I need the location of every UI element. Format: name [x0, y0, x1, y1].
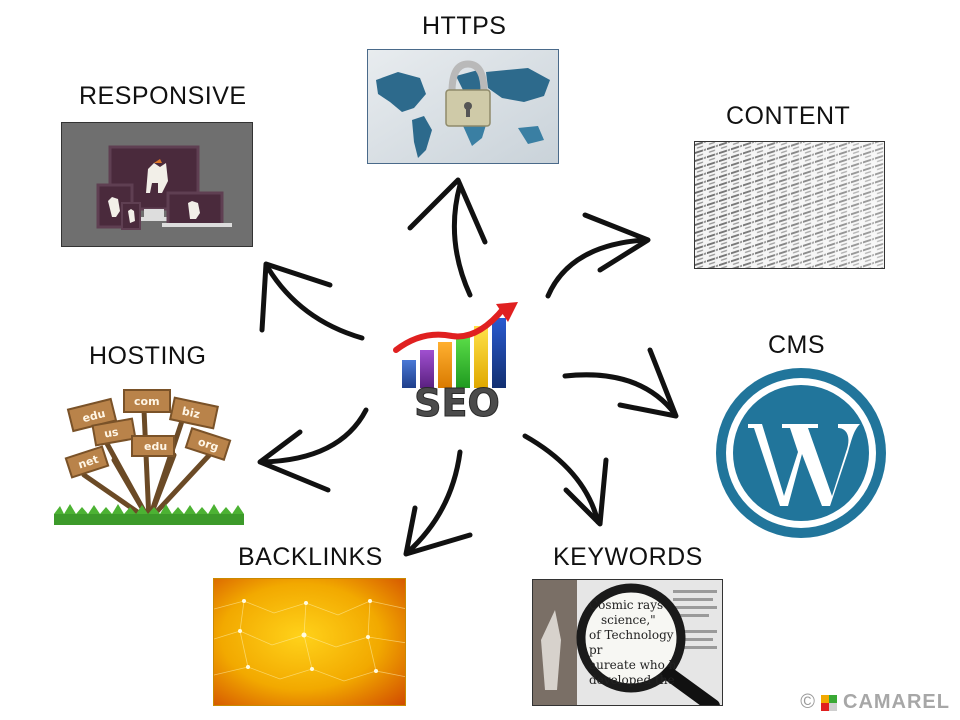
camarel-logo-icon [821, 694, 837, 711]
brand-name: CAMAREL [843, 691, 950, 713]
node-label-content: CONTENT [726, 102, 851, 130]
keywords-magnified-text: Cosmic rays science," of Technology pr a… [589, 598, 679, 688]
keywords-line-5: developed the [589, 673, 675, 687]
arrow-to-https [451, 182, 473, 298]
content-image [694, 141, 885, 269]
arrow-to-keywords [522, 433, 601, 525]
keywords-image: Cosmic rays science," of Technology pr a… [532, 579, 723, 706]
node-label-responsive: RESPONSIVE [79, 82, 247, 110]
hosting-sign-7: org [196, 435, 220, 454]
seo-logo-text: SEO [414, 381, 500, 420]
arrow-head-keywords [563, 457, 609, 527]
arrow-head-responsive [259, 261, 333, 333]
keywords-line-1: Cosmic rays [589, 598, 664, 612]
arrow-to-cms [562, 372, 678, 417]
hosting-sign-2: com [134, 395, 160, 408]
backlinks-image [213, 578, 406, 706]
keywords-line-2: science," [601, 613, 656, 627]
arrow-head-hosting [257, 429, 331, 493]
arrow-head-content [582, 212, 651, 273]
https-image [367, 49, 559, 164]
arrow-to-content [545, 237, 648, 299]
hosting-sign-3: biz [181, 405, 201, 421]
arrow-head-https [407, 177, 488, 245]
keywords-line-4: aureate who h [589, 658, 677, 672]
keywords-line-3: of Technology pr [589, 628, 674, 657]
node-label-cms: CMS [768, 331, 826, 359]
footer-brand: © CAMAREL [800, 691, 950, 714]
arrow-head-backlinks [403, 505, 473, 557]
arrow-to-hosting [259, 407, 369, 465]
responsive-image [61, 122, 253, 247]
hosting-image: edu com biz us net edu org [54, 380, 244, 525]
arrow-to-responsive [265, 265, 365, 341]
node-label-https: HTTPS [422, 12, 507, 40]
hosting-sign-5: net [77, 453, 101, 472]
hosting-sign-1: edu [81, 407, 107, 425]
node-label-keywords: KEYWORDS [553, 543, 703, 571]
arrow-to-backlinks [405, 449, 463, 555]
copyright-symbol: © [800, 691, 815, 713]
hosting-sign-6: edu [144, 440, 167, 453]
hosting-sign-4: us [103, 425, 120, 440]
node-label-backlinks: BACKLINKS [238, 543, 383, 571]
wordpress-logo [714, 366, 888, 540]
arrow-head-cms [617, 347, 679, 419]
seo-logo: SEO [392, 300, 522, 420]
node-label-hosting: HOSTING [89, 342, 207, 370]
